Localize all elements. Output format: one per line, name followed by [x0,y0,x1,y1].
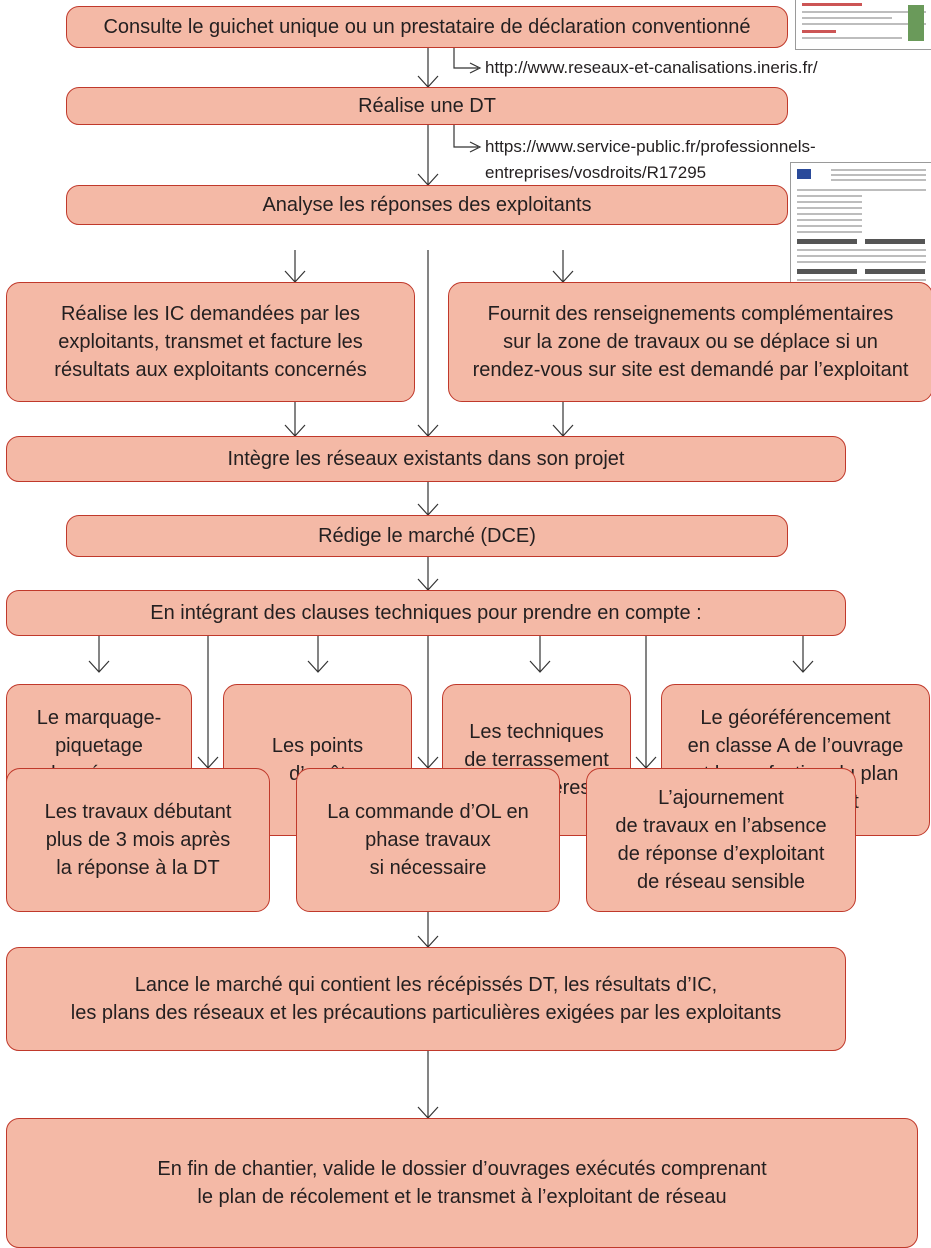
realise-dt-box: Réalise une DT [66,87,788,125]
fin-chantier-text: En fin de chantier, valide le dossier d’… [157,1158,767,1208]
consulte-guichet-text: Consulte le guichet unique ou un prestat… [103,16,751,38]
realise-ic-box: Réalise les IC demandées par les exploit… [6,282,415,402]
fournit-renseignements-box: Fournit des renseignements complémentair… [448,282,931,402]
fournit-renseignements-text: Fournit des renseignements complémentair… [472,303,909,381]
link-service-public-connector [453,125,478,148]
guichet-unique-page-thumbnail [795,0,931,50]
service-public-url-link[interactable]: https://www.service-public.fr/profession… [485,137,816,182]
clauses-techniques-box: En intégrant des clauses techniques pour… [6,590,846,636]
ajournement-travaux-box: L’ajournement de travaux en l’absence de… [586,768,856,912]
lance-marche-box: Lance le marché qui contient les récépis… [6,947,846,1051]
realise-dt-text: Réalise une DT [358,95,496,117]
analyse-reponses-box: Analyse les réponses des exploitants [66,185,788,225]
analyse-reponses-text: Analyse les réponses des exploitants [262,194,592,216]
consulte-guichet-box: Consulte le guichet unique ou un prestat… [66,6,788,48]
redige-marche-box: Rédige le marché (DCE) [66,515,788,557]
commande-ol-text: La commande d’OL en phase travaux si néc… [327,801,529,879]
realise-ic-text: Réalise les IC demandées par les exploit… [54,303,367,381]
redige-marche-text: Rédige le marché (DCE) [318,525,536,547]
travaux-debutant-text: Les travaux débutant plus de 3 mois aprè… [44,801,232,879]
fin-chantier-box: En fin de chantier, valide le dossier d’… [6,1118,918,1248]
integre-reseaux-text: Intègre les réseaux existants dans son p… [227,448,625,470]
integre-reseaux-box: Intègre les réseaux existants dans son p… [6,436,846,482]
ajournement-travaux-text: L’ajournement de travaux en l’absence de… [615,787,827,893]
travaux-debutant-box: Les travaux débutant plus de 3 mois aprè… [6,768,270,912]
ineris-url-link[interactable]: http://www.reseaux-et-canalisations.iner… [485,58,818,77]
lance-marche-text: Lance le marché qui contient les récépis… [70,974,782,1024]
clauses-techniques-text: En intégrant des clauses techniques pour… [150,602,702,624]
link-ineris-connector [453,48,478,69]
commande-ol-box: La commande d’OL en phase travaux si néc… [296,768,560,912]
